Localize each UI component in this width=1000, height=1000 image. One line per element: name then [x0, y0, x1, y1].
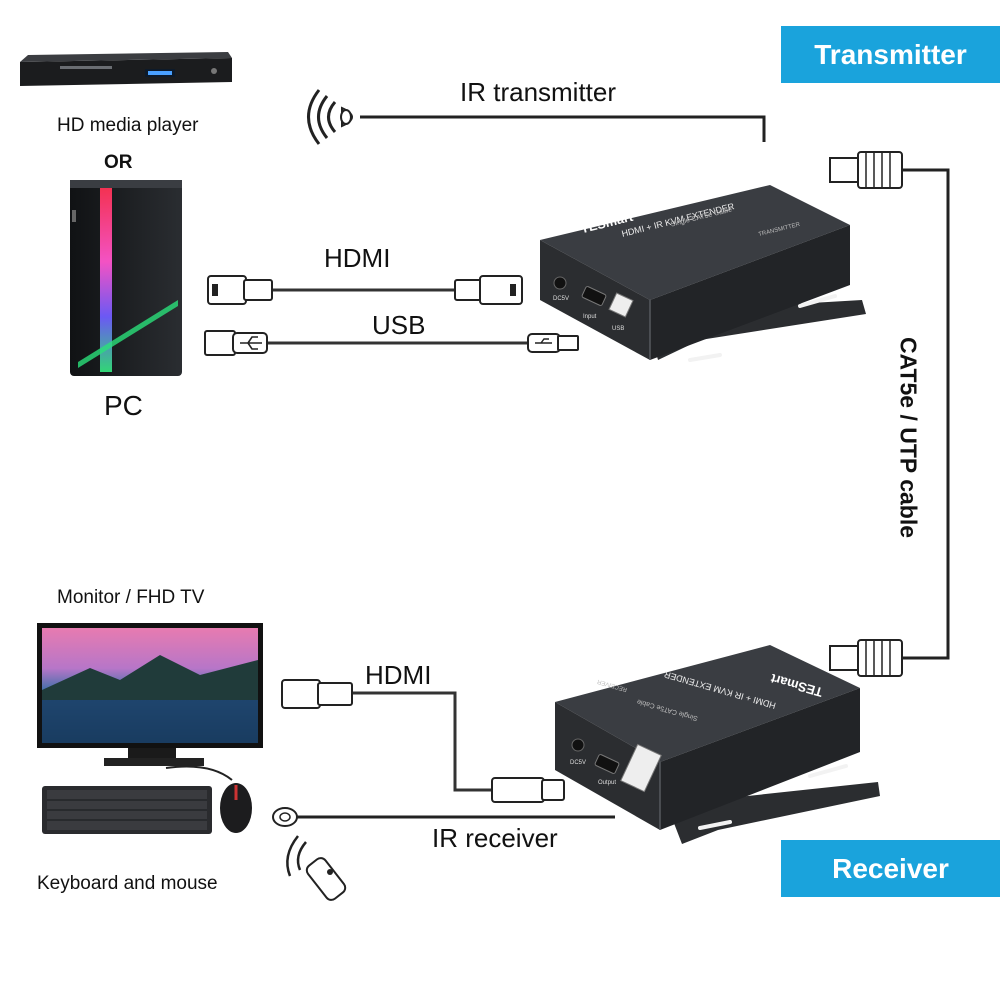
receiver-banner: Receiver: [781, 840, 1000, 897]
ir-transmitter-label: IR transmitter: [460, 77, 617, 107]
keyboard-icon: [42, 786, 212, 834]
receiver-device: [555, 645, 880, 844]
transmitter-banner-label: Transmitter: [814, 38, 967, 70]
keyboard-mouse-label: Keyboard and mouse: [37, 873, 218, 894]
hdmi-bottom-label: HDMI: [365, 660, 432, 690]
cat5e-cable-label: CAT5e / UTP cable: [895, 336, 922, 539]
usb-cable: [204, 330, 579, 356]
usb-label: USB: [372, 310, 426, 340]
ir-receiver-label: IR receiver: [432, 823, 558, 853]
transmitter-port-dc: DC5V: [553, 296, 570, 302]
cat5e-cable: [900, 168, 950, 660]
pc-label: PC: [104, 390, 143, 421]
pc-tower-icon: [70, 180, 182, 376]
transmitter-port-input: Input: [583, 314, 597, 320]
mouse-icon: [165, 765, 252, 833]
monitor-icon: [37, 623, 263, 766]
receiver-banner-label: Receiver: [832, 852, 949, 884]
usb-icon: [240, 336, 552, 350]
hdmi-cable-top: [207, 275, 523, 305]
ir-emitter-icon: [307, 89, 337, 145]
media-player-icon: [20, 52, 232, 86]
receiver-port-dc: DC5V: [570, 760, 587, 766]
ir-transmitter-cable: [340, 106, 766, 142]
hdmi-top-label: HDMI: [324, 243, 391, 273]
rj45-connector-icon: [829, 151, 903, 677]
receiver-port-output: Output: [598, 780, 617, 786]
transmitter-banner: Transmitter: [781, 26, 1000, 83]
transmitter-port-usb: USB: [612, 326, 625, 332]
ir-eye-icon: [272, 807, 298, 827]
remote-control-icon: [286, 835, 347, 901]
transmitter-device: [540, 185, 866, 362]
hdmi-cable-bottom: [281, 679, 565, 803]
monitor-label: Monitor / FHD TV: [57, 587, 205, 608]
media-player-label: HD media player: [57, 115, 199, 136]
or-label: OR: [104, 152, 133, 173]
